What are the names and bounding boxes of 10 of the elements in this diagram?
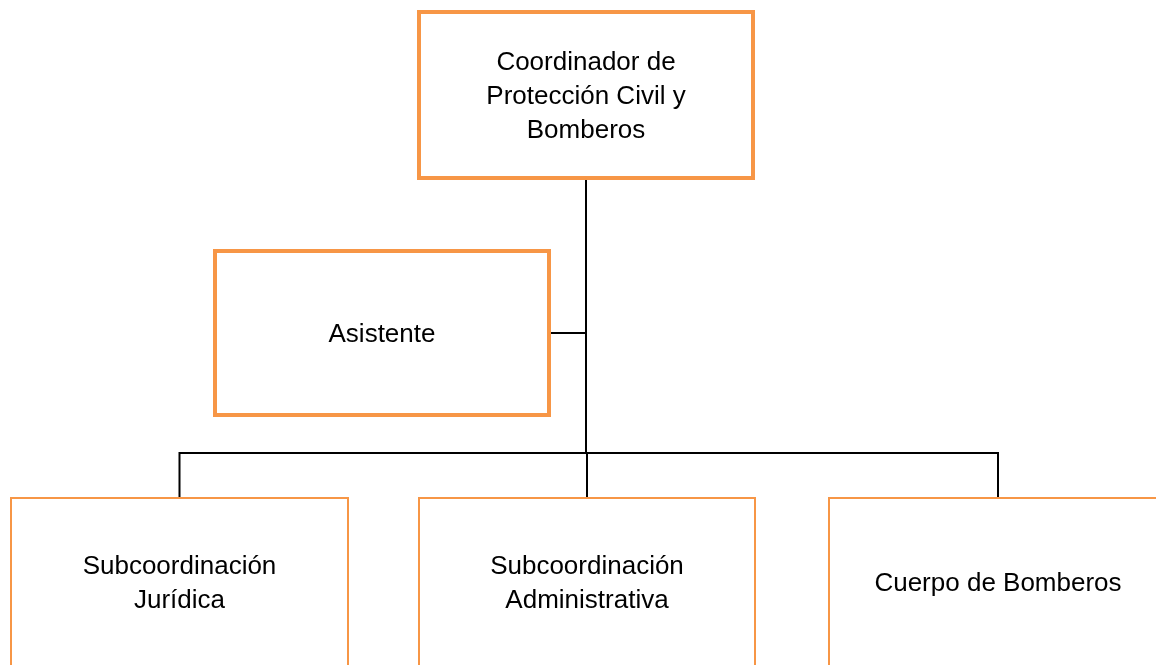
org-box bbox=[213, 249, 551, 417]
org-box bbox=[418, 497, 756, 665]
box-label: Cuerpo de Bomberos bbox=[873, 566, 1123, 599]
org-box bbox=[828, 497, 1156, 665]
org-box bbox=[10, 497, 349, 665]
box-label: Subcoordinación Administrativa bbox=[489, 549, 685, 616]
org-box bbox=[417, 10, 755, 180]
box-label: Asistente bbox=[327, 317, 437, 350]
box-label: Subcoordinación Jurídica bbox=[81, 549, 278, 616]
box-label: Coordinador de Protección Civil y Bomberos bbox=[485, 45, 687, 146]
